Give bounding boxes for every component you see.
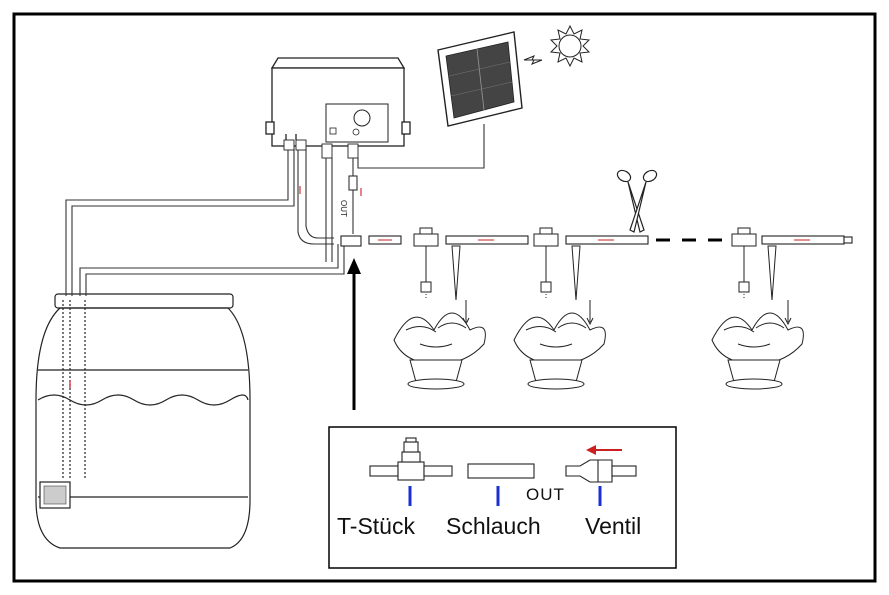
out-label: OUT [526,485,565,504]
light-arrow-icon [523,55,543,65]
legend-box: OUT T-Stück Schlauch Ventil [328,426,677,569]
hose-segment-icon [467,463,535,479]
check-valve-icon [565,459,637,483]
pointer-arrow [347,258,361,410]
valve-label: Ventil [585,513,641,539]
tee-fitting-icon [369,437,453,481]
outlet-line [325,158,362,262]
hose-label: Schlauch [446,513,541,539]
plant-unit-1 [393,227,486,390]
stake [767,245,792,326]
plant-unit-3 [711,227,804,390]
tee-fitting [731,227,757,300]
potted-plant [513,312,606,390]
scissors-icon [616,169,658,233]
sun-icon [549,24,591,68]
potted-plant [711,312,804,390]
potted-plant [393,312,486,390]
water-barrel [35,293,251,549]
out-label-small: OUT [339,200,348,217]
tee-label: T-Stück [337,513,415,539]
flow-direction-arrow [586,445,622,455]
tee-fitting [533,227,559,300]
solar-cable [357,124,485,169]
tee-fitting [413,227,439,300]
supply-hoses [65,148,345,296]
stake [571,245,594,326]
solar-panel [437,31,523,127]
plant-unit-2 [513,227,606,390]
control-box [265,57,411,159]
pump [39,380,71,509]
